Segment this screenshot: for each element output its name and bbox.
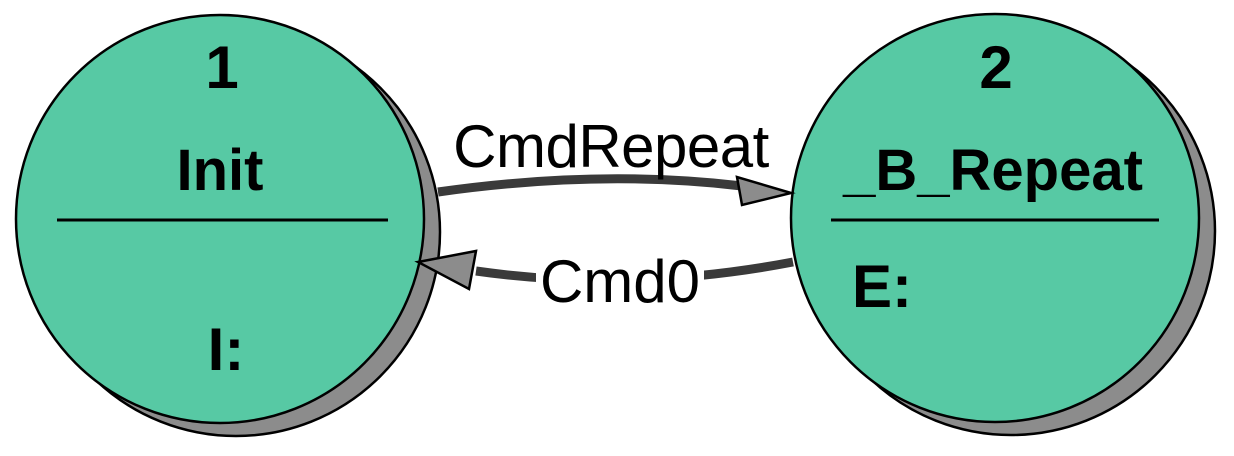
transition-cmdrepeat-arrowhead[interactable]	[735, 175, 796, 207]
state-1-action: I:	[208, 316, 245, 383]
state-2-number: 2	[979, 34, 1012, 101]
state-1: 1 Init I:	[14, 13, 442, 438]
transition-cmdrepeat-label[interactable]: CmdRepeat	[453, 113, 770, 180]
transition-cmd0-label-background	[536, 246, 704, 306]
state-1-name: Init	[177, 138, 264, 203]
transition-cmdrepeat-line[interactable]	[437, 174, 743, 197]
transition-cmdrepeat: CmdRepeat	[437, 113, 796, 207]
state-1-number: 1	[205, 34, 238, 101]
transition-cmd0-arrowhead[interactable]	[414, 249, 478, 291]
transition-cmd0-label[interactable]: Cmd0	[540, 248, 700, 315]
transition-cmd0: Cmd0	[414, 246, 794, 315]
state-2-action: E:	[852, 253, 912, 320]
state-2-name: _B_Repeat	[842, 138, 1143, 203]
state-2: 2 _B_Repeat E:	[789, 12, 1217, 437]
state-2-circle[interactable]	[789, 12, 1201, 424]
